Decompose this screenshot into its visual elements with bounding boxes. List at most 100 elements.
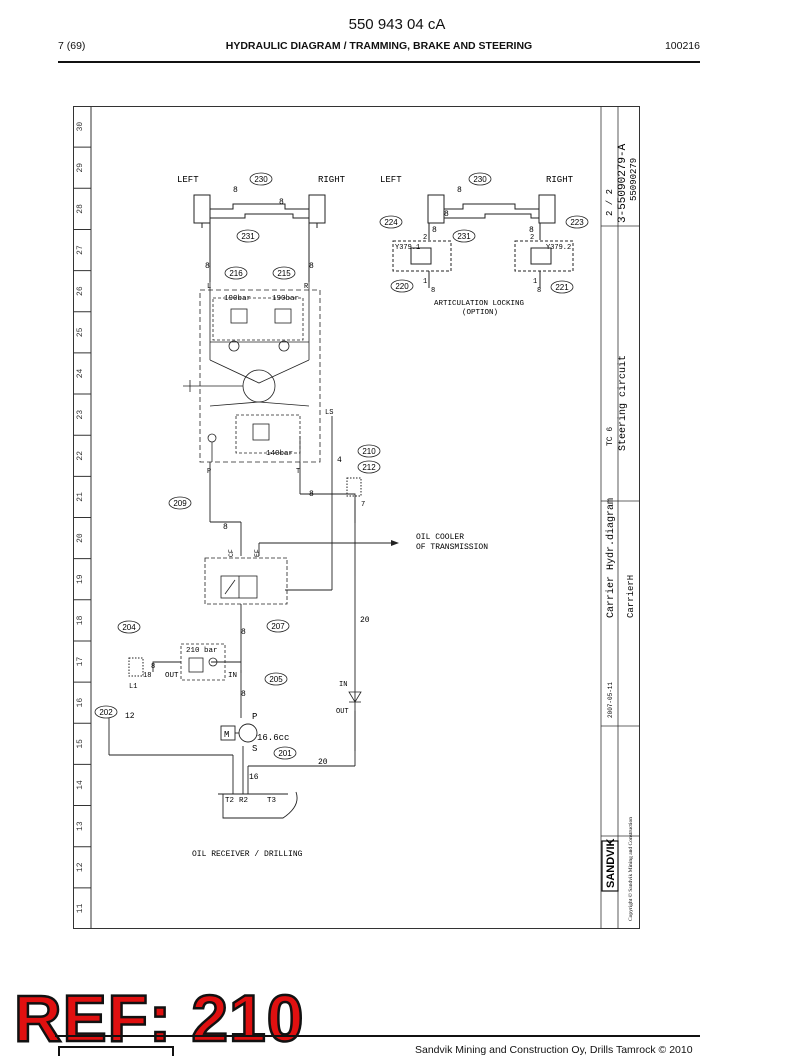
- title-block-copyright: Copyright © Sandvik Mining and Construct…: [627, 817, 634, 921]
- grid-number: 30: [76, 122, 85, 132]
- reference-stamp: REF: 210: [13, 981, 305, 1055]
- grid-number: 25: [76, 327, 85, 337]
- document-number: 550 943 04 cA: [348, 16, 446, 33]
- callout-number: 210: [362, 447, 376, 456]
- tc-label: TC 6: [606, 427, 615, 446]
- hose-size: 4: [337, 456, 342, 465]
- priority-valve-boundary: [204, 557, 288, 605]
- port-l-label: L: [207, 283, 211, 291]
- grid-number: 11: [76, 903, 85, 913]
- grid-number: 14: [76, 780, 85, 790]
- steering-metering-pump: [242, 369, 276, 403]
- port-out-label: OUT: [165, 672, 179, 680]
- callout-number: 223: [570, 218, 584, 227]
- hose-size: 8: [309, 490, 314, 499]
- motor-label: M: [224, 730, 229, 740]
- grid-number: 29: [76, 163, 85, 173]
- callout-bubble: [236, 229, 260, 243]
- callout-number: 204: [122, 623, 136, 632]
- header-rule: [58, 61, 700, 63]
- valve-y2-label: Y379.2: [546, 244, 571, 252]
- grid-number: 28: [76, 204, 85, 214]
- tank-port: T3: [267, 797, 277, 805]
- grid-number: 24: [76, 368, 85, 378]
- port-size: 2: [423, 234, 427, 242]
- steering-cylinders: [193, 194, 326, 282]
- locking-valve-left: [392, 240, 452, 272]
- footer-rule: [55, 1035, 700, 1037]
- footer-copyright: Sandvik Mining and Construction Oy, Dril…: [415, 1044, 693, 1056]
- callout-number: 207: [271, 622, 285, 631]
- ls-port-label: LS: [325, 409, 333, 417]
- port-p-label: P: [207, 468, 211, 476]
- ls-relief-setting: 140bar: [266, 450, 293, 458]
- callout-number: 215: [277, 269, 291, 278]
- hose-size: 8: [529, 226, 534, 235]
- callout-bubble: [272, 266, 296, 280]
- callout-bubble: [273, 746, 297, 760]
- grid-number: 21: [76, 492, 85, 502]
- tank-port: R2: [239, 797, 248, 805]
- test-point-couplings: [128, 477, 362, 677]
- callout-number: 205: [269, 675, 283, 684]
- valve-pressure-label: 210 bar: [186, 647, 218, 655]
- callout-bubble: [266, 619, 290, 633]
- hose-size: 8: [432, 226, 437, 235]
- valve-y1-label: Y379.1: [395, 244, 420, 252]
- callout-number: 231: [241, 232, 255, 241]
- callout-number: 231: [457, 232, 471, 241]
- port-t-label: T: [296, 468, 300, 476]
- callout-bubble: [264, 672, 288, 686]
- grid-number: 27: [76, 245, 85, 255]
- hose-size: 16: [249, 773, 259, 782]
- pump-displacement-label: 16.6cc: [257, 733, 289, 743]
- tank-port: T2: [225, 797, 234, 805]
- grid-number: 20: [76, 533, 85, 543]
- shock-valve-left: [230, 308, 248, 324]
- callout-bubble: [357, 460, 381, 474]
- grid-number: 16: [76, 698, 85, 708]
- callout-bubble: [168, 496, 192, 510]
- port-l1-label: L1: [129, 683, 137, 691]
- callout-number: 212: [362, 463, 376, 472]
- page-title: HYDRAULIC DIAGRAM / TRAMMING, BRAKE AND …: [225, 40, 533, 52]
- relief-setting-right: 190bar: [272, 295, 299, 303]
- left-locking-cylinder: [427, 194, 445, 224]
- oil-cooler-label: OIL COOLER: [416, 533, 464, 542]
- callout-bubble: [224, 266, 248, 280]
- drawing-name-2: CarrierH: [626, 575, 636, 618]
- hose-size: 8: [241, 690, 246, 699]
- hose-size: 8: [309, 262, 314, 271]
- articulation-right-label: RIGHT: [546, 175, 574, 185]
- articulation-left-label: LEFT: [380, 175, 402, 185]
- left-steering-cylinder: [193, 194, 211, 224]
- hose-size: 8: [241, 628, 246, 637]
- unloader-valve-boundary: [180, 643, 226, 681]
- oil-cooler-label: OF TRANSMISSION: [416, 543, 488, 552]
- articulation-label: ARTICULATION LOCKING: [434, 300, 525, 308]
- locking-valve-right: [514, 240, 574, 272]
- oil-receiver-label: OIL RECEIVER / DRILLING: [192, 850, 303, 859]
- grid-number: 19: [76, 574, 85, 584]
- pump-and-motor: [220, 723, 258, 743]
- page-number: 7 (69): [58, 40, 86, 52]
- callout-bubble: [379, 215, 403, 229]
- callout-number: 221: [555, 283, 569, 292]
- callout-bubble: [565, 215, 589, 229]
- sheet-value: 2 / 2: [605, 189, 615, 216]
- hose-size: 8: [223, 523, 228, 532]
- oil-receiver-tank: [218, 791, 298, 819]
- hose-size: 12: [125, 712, 135, 721]
- ls-relief-valve: [252, 423, 270, 441]
- shock-valve-right: [274, 308, 292, 324]
- port-in-label: IN: [228, 672, 237, 680]
- steering-unit-boundary: [199, 289, 321, 463]
- hose-size: 20: [318, 758, 328, 767]
- check-valve-out: OUT: [336, 708, 349, 716]
- callout-number: 201: [278, 749, 292, 758]
- hose-size: 8: [279, 198, 284, 207]
- hose-size: 8: [537, 287, 541, 295]
- grid-number: 18: [76, 615, 85, 625]
- oil-cooler-arrow: [391, 540, 399, 546]
